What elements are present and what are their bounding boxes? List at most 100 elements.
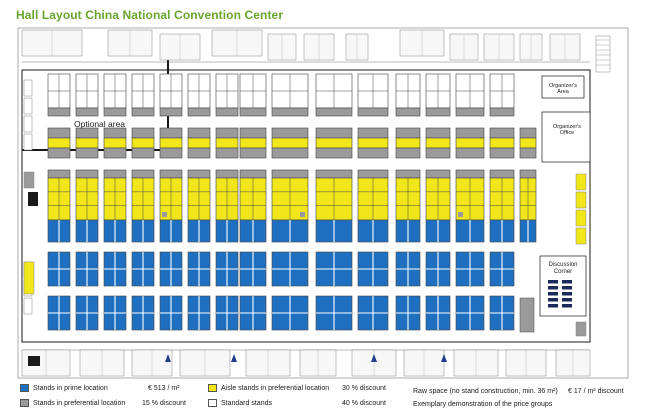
row-f-prime-stands bbox=[131, 295, 155, 331]
row-d-prime-stands bbox=[357, 219, 389, 243]
row-c-preferential-marker bbox=[162, 212, 167, 217]
row-a-preferential-stands bbox=[489, 107, 515, 117]
row-b-preferential-stands bbox=[357, 147, 389, 159]
row-a-standard-stands bbox=[215, 73, 239, 109]
row-c-preferential-stands bbox=[395, 169, 421, 179]
row-f-prime-stands bbox=[75, 295, 99, 331]
row-d-prime-stands bbox=[315, 219, 353, 243]
legend-label-preferential: Stands in preferential location bbox=[33, 400, 126, 407]
row-b-aisle-stands bbox=[271, 137, 309, 149]
entrance-arrow-icon bbox=[231, 354, 237, 362]
row-e-prime-stands bbox=[47, 251, 71, 287]
row-a-preferential-stands bbox=[455, 107, 485, 117]
stairs bbox=[595, 35, 611, 73]
row-a-preferential-stands bbox=[47, 107, 71, 117]
row-f-prime-stands bbox=[271, 295, 309, 331]
row-b-preferential-stands bbox=[75, 127, 99, 139]
row-e-prime-stands bbox=[187, 251, 211, 287]
row-c-preferential-marker bbox=[300, 212, 305, 217]
row-c-preferential-stands bbox=[489, 169, 515, 179]
row-a-preferential-stands bbox=[357, 107, 389, 117]
row-e-prime-stands bbox=[103, 251, 127, 287]
row-f-prime-stands bbox=[315, 295, 353, 331]
row-d-prime-stands bbox=[519, 219, 537, 243]
row-b-preferential-stands bbox=[215, 147, 239, 159]
seat-icon bbox=[548, 292, 558, 296]
row-c-preferential-stands bbox=[187, 169, 211, 179]
seat-icon bbox=[548, 280, 558, 284]
row-b-aisle-stands bbox=[519, 137, 537, 149]
row-c-aisle-stands bbox=[489, 177, 515, 221]
stand-blocks bbox=[23, 73, 587, 337]
building-outline bbox=[17, 27, 629, 379]
row-b-aisle-stands bbox=[131, 137, 155, 149]
wall-stand-aisle bbox=[575, 227, 587, 245]
seat-icon bbox=[562, 298, 572, 302]
row-c-aisle-stands bbox=[239, 177, 267, 221]
row-b-preferential-stands bbox=[239, 127, 267, 139]
row-c-aisle-stands bbox=[131, 177, 155, 221]
organizers-area-room bbox=[541, 75, 585, 99]
row-b-aisle-stands bbox=[489, 137, 515, 149]
row-c-preferential-stands bbox=[159, 169, 183, 179]
row-b-preferential-stands bbox=[239, 147, 267, 159]
row-c-preferential-stands bbox=[357, 169, 389, 179]
row-c-aisle-stands bbox=[187, 177, 211, 221]
row-b-preferential-stands bbox=[159, 127, 183, 139]
row-a-preferential-stands bbox=[159, 107, 183, 117]
wall-stand-preferential bbox=[23, 171, 35, 189]
row-d-prime-stands bbox=[47, 219, 71, 243]
seat-icon bbox=[562, 304, 572, 308]
row-b-preferential-stands bbox=[425, 147, 451, 159]
wall-stand-aisle bbox=[23, 261, 35, 295]
row-b-aisle-stands bbox=[425, 137, 451, 149]
row-c-aisle-stands bbox=[395, 177, 421, 221]
row-c-aisle-stands bbox=[215, 177, 239, 221]
row-c-aisle-stands bbox=[357, 177, 389, 221]
row-e-prime-stands bbox=[131, 251, 155, 287]
seat-icon bbox=[562, 286, 572, 290]
row-a-standard-stands bbox=[455, 73, 485, 109]
row-b-aisle-stands bbox=[395, 137, 421, 149]
row-f-prime-stands bbox=[455, 295, 485, 331]
row-c-preferential-stands bbox=[75, 169, 99, 179]
row-b-preferential-stands bbox=[187, 127, 211, 139]
legend-swatch-standard bbox=[208, 399, 217, 407]
row-c-preferential-stands bbox=[239, 169, 267, 179]
row-b-preferential-stands bbox=[187, 147, 211, 159]
row-b-preferential-stands bbox=[395, 127, 421, 139]
row-a-preferential-stands bbox=[395, 107, 421, 117]
row-c-preferential-stands bbox=[131, 169, 155, 179]
row-a-standard-stands bbox=[159, 73, 183, 109]
row-b-aisle-stands bbox=[187, 137, 211, 149]
row-f-prime-stands bbox=[159, 295, 183, 331]
entrance-arrow-icon bbox=[441, 354, 447, 362]
row-b-preferential-stands bbox=[131, 127, 155, 139]
row-c-aisle-stands bbox=[103, 177, 127, 221]
row-b-preferential-stands bbox=[315, 127, 353, 139]
row-f-prime-stands bbox=[395, 295, 421, 331]
row-b-aisle-stands bbox=[455, 137, 485, 149]
row-b-preferential-stands bbox=[103, 127, 127, 139]
area-labels: Optional area Organizer's Area Organizer… bbox=[74, 83, 581, 275]
row-b-aisle-stands bbox=[315, 137, 353, 149]
seat-icon bbox=[548, 304, 558, 308]
row-f-prime-stands bbox=[103, 295, 127, 331]
row-a-preferential-stands bbox=[425, 107, 451, 117]
wall-stand bbox=[23, 297, 33, 315]
row-a-standard-stands bbox=[425, 73, 451, 109]
row-d-prime-stands bbox=[131, 219, 155, 243]
row-b-preferential-stands bbox=[357, 127, 389, 139]
row-b-preferential-stands bbox=[131, 147, 155, 159]
organizers-area-label-line1: Organizer's bbox=[549, 83, 577, 89]
row-b-preferential-stands bbox=[271, 147, 309, 159]
row-a-standard-stands bbox=[271, 73, 309, 109]
row-a-standard-stands bbox=[47, 73, 71, 109]
row-d-prime-stands bbox=[489, 219, 515, 243]
row-f-prime-stands bbox=[425, 295, 451, 331]
legend-swatch-aisle bbox=[208, 384, 217, 392]
row-d-prime-stands bbox=[103, 219, 127, 243]
row-d-prime-stands bbox=[455, 219, 485, 243]
wall-stand bbox=[23, 133, 33, 151]
row-c-preferential-stands bbox=[215, 169, 239, 179]
